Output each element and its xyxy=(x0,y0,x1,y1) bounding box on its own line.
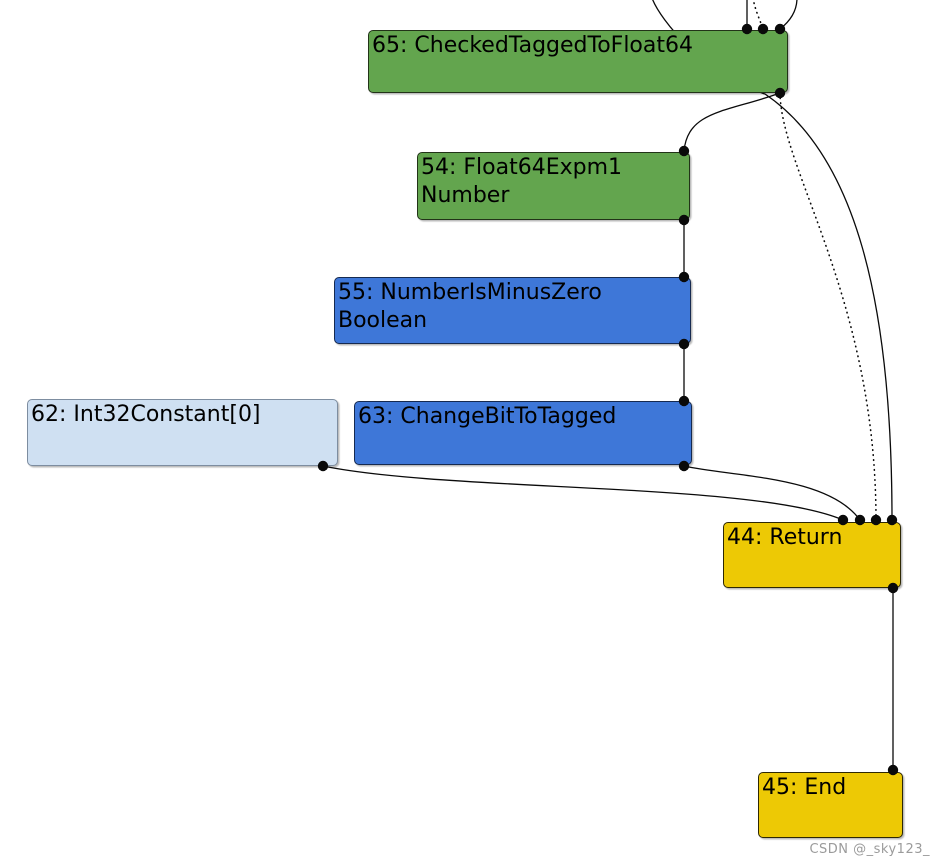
node-54-label-line-1: Number xyxy=(421,183,510,208)
port-dot[interactable] xyxy=(317,460,329,472)
node-54-label-line-0: 54: Float64Expm1 xyxy=(421,155,623,180)
port-dot[interactable] xyxy=(678,395,690,407)
port-dot[interactable] xyxy=(678,338,690,350)
node-63-label-line-0: 63: ChangeBitToTagged xyxy=(358,404,617,429)
port-dot[interactable] xyxy=(887,764,899,776)
node-65-label-line-0: 65: CheckedTaggedToFloat64 xyxy=(372,33,693,58)
node-44-label-line-0: 44: Return xyxy=(727,525,843,550)
port-dot[interactable] xyxy=(870,514,882,526)
port-dot[interactable] xyxy=(774,23,786,35)
port-dot[interactable] xyxy=(774,87,786,99)
watermark-text: CSDN @_sky123_ xyxy=(809,842,930,857)
node-55-label-line-1: Boolean xyxy=(338,308,428,333)
port-dot[interactable] xyxy=(886,514,898,526)
node-45-label-line-0: 45: End xyxy=(762,775,847,800)
node-63[interactable]: 63: ChangeBitToTagged xyxy=(354,401,692,465)
port-dot[interactable] xyxy=(678,271,690,283)
port-dot[interactable] xyxy=(678,145,690,157)
port-dot[interactable] xyxy=(678,460,690,472)
port-dot[interactable] xyxy=(741,23,753,35)
port-dot[interactable] xyxy=(757,23,769,35)
node-55-label-line-0: 55: NumberIsMinusZero xyxy=(338,280,602,305)
node-65[interactable]: 65: CheckedTaggedToFloat64 xyxy=(368,30,788,93)
port-dot[interactable] xyxy=(678,214,690,226)
node-45[interactable]: 45: End xyxy=(758,772,903,838)
node-44[interactable]: 44: Return xyxy=(723,522,901,588)
node-62-label-line-0: 62: Int32Constant[0] xyxy=(31,402,261,427)
node-62[interactable]: 62: Int32Constant[0] xyxy=(27,399,338,466)
port-dot[interactable] xyxy=(887,582,899,594)
port-dot[interactable] xyxy=(854,514,866,526)
port-dot[interactable] xyxy=(837,514,849,526)
